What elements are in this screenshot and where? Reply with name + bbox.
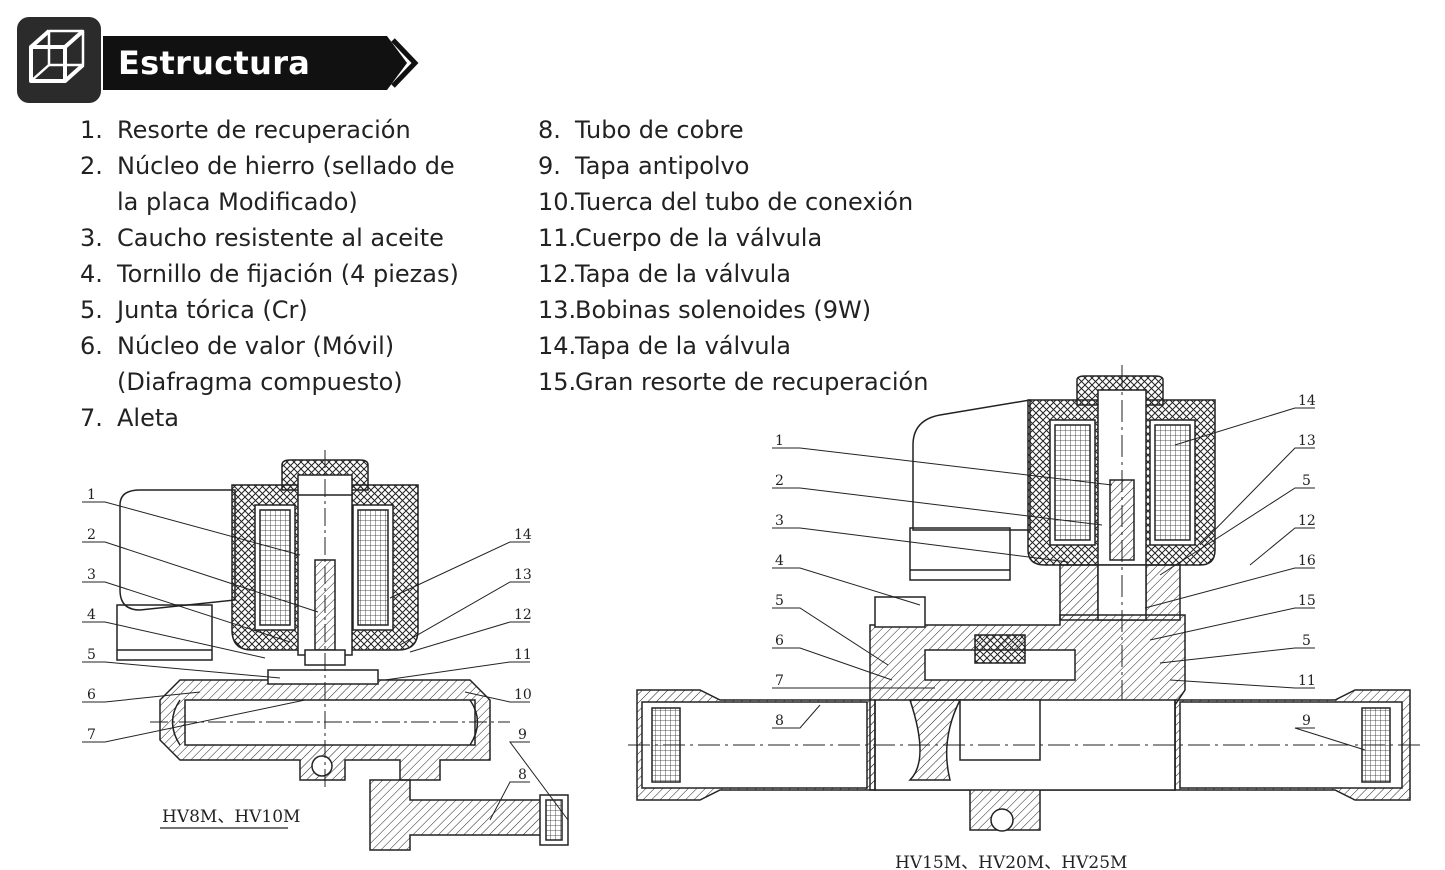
part-label: Junta tórica (Cr) — [117, 296, 308, 324]
part-number: 8. — [538, 116, 561, 144]
list-item: 7. Aleta — [80, 400, 459, 436]
list-item: 2. Núcleo de hierro (sellado de la placa … — [80, 148, 459, 220]
callout-label: 9 — [1302, 713, 1311, 729]
callout-label: 6 — [87, 687, 96, 703]
callout-label: 10 — [514, 687, 532, 703]
list-item: 8. Tubo de cobre — [538, 112, 928, 148]
callout-label: 6 — [775, 633, 784, 649]
callout-label: 12 — [1298, 513, 1316, 529]
callout-label: 13 — [1298, 433, 1316, 449]
callout-label: 7 — [775, 673, 784, 689]
callout-label: 1 — [775, 433, 784, 449]
list-item: 9. Tapa antipolvo — [538, 148, 928, 184]
callout-label: 13 — [514, 567, 532, 583]
callout-label: 8 — [518, 767, 527, 783]
list-item: 11.Cuerpo de la válvula — [538, 220, 928, 256]
callout-label: 5 — [1302, 633, 1311, 649]
part-number: 2. — [80, 152, 103, 180]
cube-wireframe-icon — [17, 17, 101, 103]
list-item: 15.Gran resorte de recuperación — [538, 364, 928, 400]
callout-label: 12 — [514, 607, 532, 623]
part-number: 12. — [538, 260, 577, 288]
small-valve-leaders — [82, 501, 569, 821]
part-label: Aleta — [117, 404, 179, 432]
callout-label: 4 — [775, 553, 784, 569]
callout-label: 5 — [1302, 473, 1311, 489]
part-label: Tapa de la válvula — [575, 332, 791, 360]
part-label: Tapa de la válvula — [575, 260, 791, 288]
part-label: Gran resorte de recuperación — [575, 368, 929, 396]
part-label: Cuerpo de la válvula — [575, 224, 823, 252]
callout-label: 16 — [1298, 553, 1316, 569]
callout-label: 9 — [518, 727, 527, 743]
callout-label: 7 — [87, 727, 96, 743]
list-item: 5. Junta tórica (Cr) — [80, 292, 459, 328]
callout-label: 3 — [775, 513, 784, 529]
part-label: Bobinas solenoides (9W) — [575, 296, 872, 324]
callout-label: 3 — [87, 567, 96, 583]
part-number: 13. — [538, 296, 577, 324]
list-item: 13.Bobinas solenoides (9W) — [538, 292, 928, 328]
part-label: Tuerca del tubo de conexión — [575, 188, 914, 216]
page-title: Estructura — [118, 44, 311, 82]
callout-label: 4 — [87, 607, 96, 623]
list-item: 3. Caucho resistente al aceite — [80, 220, 459, 256]
part-number: 9. — [538, 152, 561, 180]
list-item: 12.Tapa de la válvula — [538, 256, 928, 292]
part-number: 4. — [80, 260, 103, 288]
part-number: 11. — [538, 224, 577, 252]
list-item: 1. Resorte de recuperación — [80, 112, 459, 148]
list-item: 14.Tapa de la válvula — [538, 328, 928, 364]
part-number: 10. — [538, 188, 577, 216]
small-valve-drawing — [116, 450, 569, 851]
parts-list-left: 1. Resorte de recuperación 2. Núcleo de hi… — [80, 112, 459, 436]
part-label: Resorte de recuperación — [117, 116, 411, 144]
model-label-small: HV8M、HV10M — [162, 807, 300, 827]
part-number: 7. — [80, 404, 103, 432]
part-number: 3. — [80, 224, 103, 252]
header-banner — [103, 36, 425, 90]
part-label: Núcleo de hierro (sellado de la placa Mo… — [117, 152, 455, 216]
part-label: Tubo de cobre — [575, 116, 744, 144]
callout-label: 2 — [775, 473, 784, 489]
callout-label: 14 — [1298, 393, 1316, 409]
part-number: 6. — [80, 332, 103, 360]
small-valve-labels: 1 2 3 4 5 6 7 14 13 12 11 10 9 8 HV8M、HV… — [87, 487, 532, 829]
list-item: 10.Tuerca del tubo de conexión — [538, 184, 928, 220]
large-valve-labels: 1 2 3 4 5 6 7 8 14 13 5 12 16 15 5 11 9 … — [775, 393, 1316, 870]
part-label: Núcleo de valor (Móvil) (Diafragma compu… — [117, 332, 403, 396]
callout-label: 11 — [514, 647, 532, 663]
callout-label: 1 — [87, 487, 96, 503]
callout-label: 5 — [87, 647, 96, 663]
model-label-large: HV15M、HV20M、HV25M — [895, 853, 1127, 870]
callout-label: 2 — [87, 527, 96, 543]
callout-label: 14 — [514, 527, 532, 543]
large-valve-leaders — [772, 407, 1366, 751]
list-item: 4. Tornillo de fijación (4 piezas) — [80, 256, 459, 292]
parts-list-right: 8. Tubo de cobre 9. Tapa antipolvo 10.Tuer… — [538, 112, 928, 400]
list-item: 6. Núcleo de valor (Móvil) (Diafragma com… — [80, 328, 459, 400]
large-valve-drawing — [628, 365, 1420, 832]
part-number: 1. — [80, 116, 103, 144]
callout-label: 11 — [1298, 673, 1316, 689]
callout-label: 5 — [775, 593, 784, 609]
part-label: Tornillo de fijación (4 piezas) — [117, 260, 459, 288]
callout-label: 8 — [775, 713, 784, 729]
callout-label: 15 — [1298, 593, 1316, 609]
part-number: 14. — [538, 332, 577, 360]
part-label: Tapa antipolvo — [575, 152, 750, 180]
part-number: 5. — [80, 296, 103, 324]
part-number: 15. — [538, 368, 577, 396]
part-label: Caucho resistente al aceite — [117, 224, 444, 252]
